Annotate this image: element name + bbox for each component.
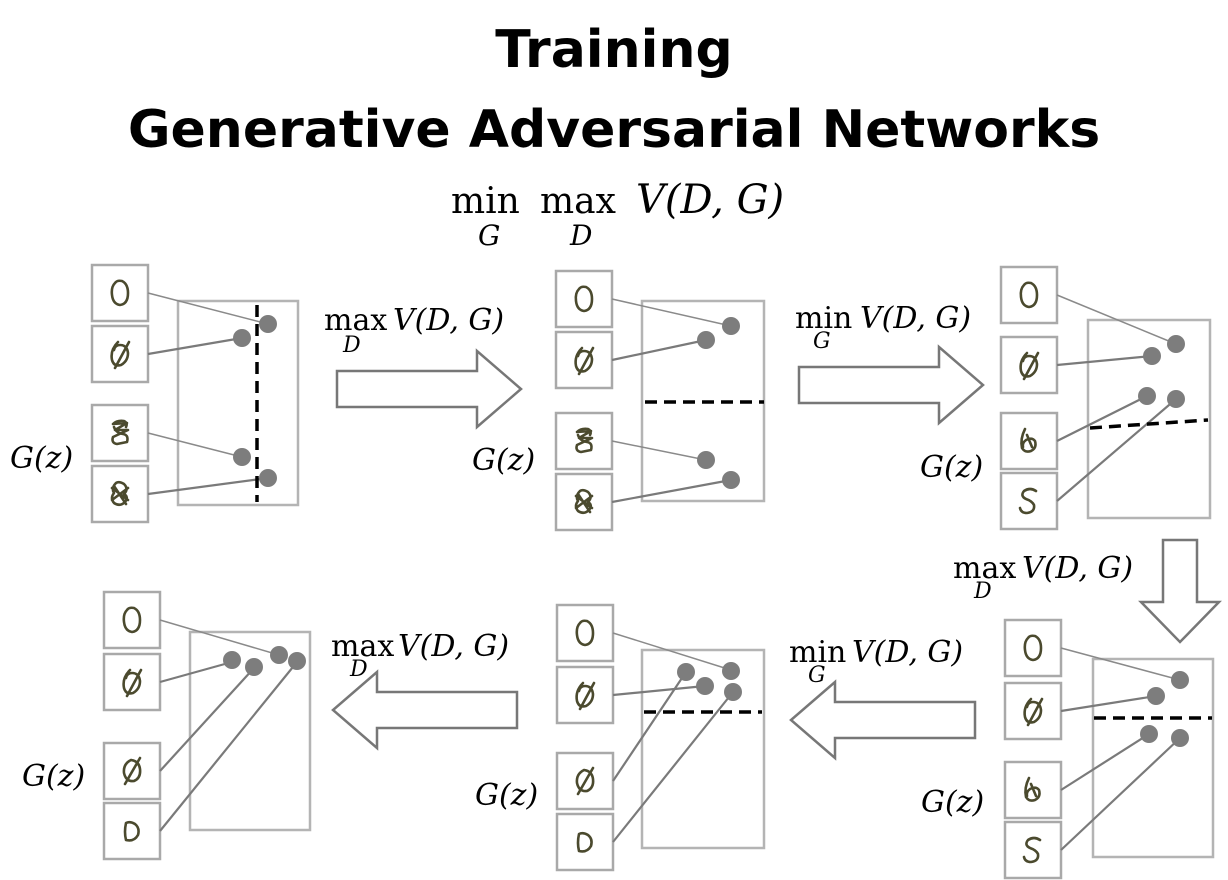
generator-label: G(z): [10, 441, 73, 476]
right-arrow-icon: [797, 345, 985, 425]
step-op: min: [789, 635, 846, 670]
minimax-objective: min G max D V(D, G): [451, 177, 784, 252]
real-sample-box: [90, 324, 150, 384]
fake-sample-box: [555, 812, 615, 872]
panel-1: G(z): [10, 263, 300, 524]
data-point: [722, 471, 740, 489]
data-point: [1171, 729, 1189, 747]
panel-6: G(z): [22, 590, 312, 861]
data-point: [259, 469, 277, 487]
data-point: [1147, 687, 1165, 705]
real-sample-box: [999, 265, 1059, 325]
real-sample-box: [554, 269, 614, 329]
fake-sample-box: [102, 801, 162, 861]
panel-2: G(z): [472, 269, 766, 532]
data-point: [288, 652, 306, 670]
decision-boundary: [1089, 418, 1209, 430]
generator-label: G(z): [921, 785, 984, 820]
data-point: [1167, 390, 1185, 408]
data-point: [1171, 671, 1189, 689]
step-op: max: [331, 629, 394, 664]
panel-4: G(z): [921, 618, 1215, 880]
down-arrow-icon: [1138, 538, 1222, 644]
step-sub: G: [813, 329, 831, 354]
real-sample-box: [90, 263, 150, 323]
step-3: max D V(D, G): [953, 538, 1222, 644]
data-point: [722, 662, 740, 680]
data-point: [696, 677, 714, 695]
generator-label: G(z): [472, 443, 535, 478]
data-point: [233, 448, 251, 466]
data-point: [1167, 335, 1185, 353]
objective-expr: V(D, G): [636, 177, 784, 223]
step-op: min: [795, 301, 852, 336]
fake-sample-box: [102, 741, 162, 801]
data-point: [697, 331, 715, 349]
data-point: [270, 646, 288, 664]
real-sample-box: [999, 335, 1059, 395]
data-point: [724, 683, 742, 701]
real-sample-box: [555, 665, 615, 725]
objective-min: min: [451, 181, 520, 222]
title-line-2: Generative Adversarial Networks: [127, 100, 1101, 160]
objective-sub-min: G: [478, 219, 500, 252]
panel-5: G(z): [475, 603, 766, 872]
data-point: [259, 315, 277, 333]
step-sub: D: [342, 333, 361, 358]
data-point: [223, 651, 241, 669]
data-point: [677, 663, 695, 681]
title-line-1: Training: [495, 20, 733, 80]
data-point: [233, 329, 251, 347]
data-point: [1143, 347, 1161, 365]
step-expr: V(D, G): [852, 635, 963, 670]
step-sub: D: [349, 657, 368, 682]
real-sample-box: [1003, 618, 1063, 678]
generator-label: G(z): [22, 759, 85, 794]
step-op: max: [953, 551, 1016, 586]
step-sub: G: [808, 663, 826, 688]
panel-3: G(z): [920, 265, 1212, 531]
step-expr: V(D, G): [393, 303, 504, 338]
objective-max: max: [540, 181, 616, 222]
data-point: [697, 451, 715, 469]
generator-label: G(z): [920, 450, 983, 485]
step-sub: D: [973, 579, 992, 604]
data-point: [722, 317, 740, 335]
step-5: max D V(D, G): [331, 629, 519, 750]
right-arrow-icon: [335, 349, 523, 429]
objective-sub-max: D: [569, 219, 592, 252]
step-expr: V(D, G): [860, 301, 971, 336]
real-sample-box: [555, 603, 615, 663]
data-point: [1138, 387, 1156, 405]
left-arrow-icon: [789, 680, 977, 760]
data-point: [1140, 725, 1158, 743]
generator-label: G(z): [475, 778, 538, 813]
step-4: min G V(D, G): [789, 635, 977, 760]
real-sample-box: [102, 590, 162, 650]
real-sample-box: [554, 330, 614, 390]
step-expr: V(D, G): [398, 629, 509, 664]
real-sample-box: [1003, 681, 1063, 741]
data-point: [245, 658, 263, 676]
left-arrow-icon: [331, 670, 519, 750]
real-sample-box: [102, 652, 162, 712]
step-expr: V(D, G): [1022, 551, 1133, 586]
step-op: max: [324, 303, 387, 338]
step-2: min G V(D, G): [795, 301, 985, 425]
step-1: max D V(D, G): [324, 303, 523, 429]
